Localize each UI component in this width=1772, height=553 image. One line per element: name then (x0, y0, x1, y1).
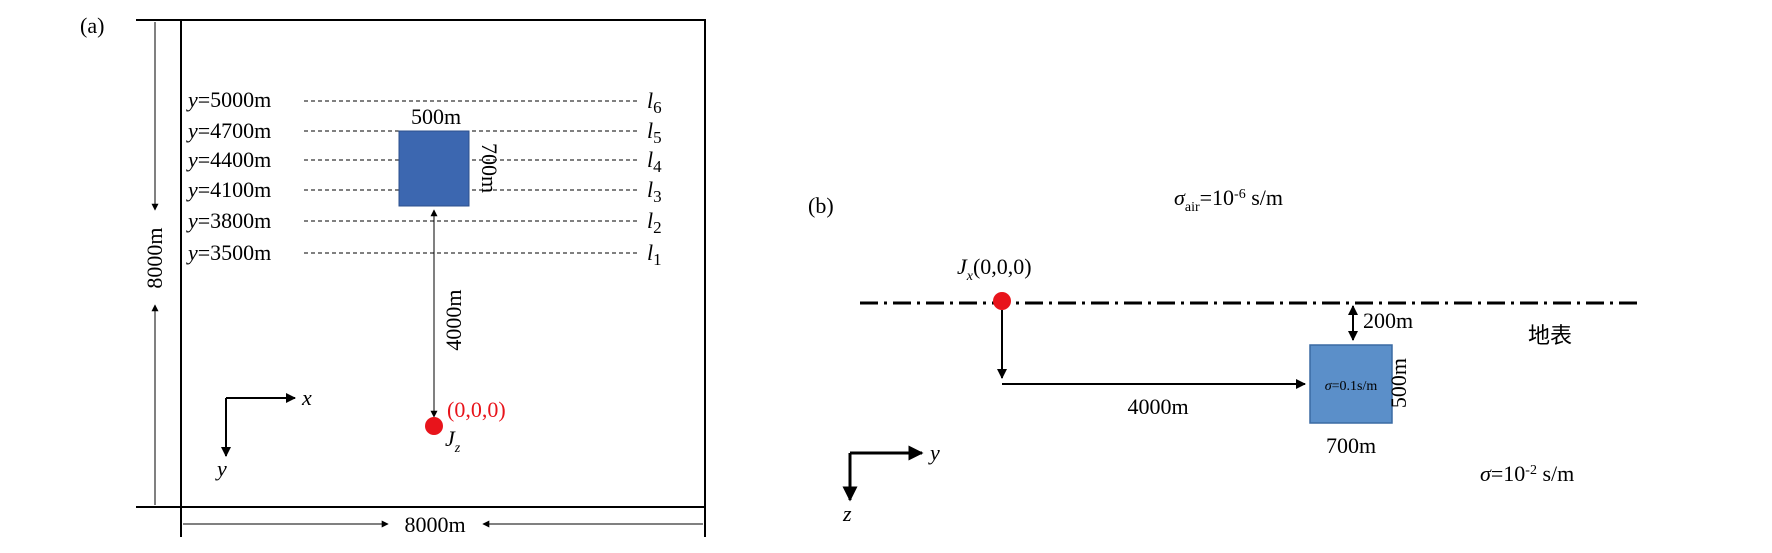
block-conductivity-label: σ=0.1s/m (1325, 379, 1378, 394)
horizontal-distance-label: 4000m (1127, 394, 1188, 419)
panel-b: (b) σair=10-6 s/m Jx(0,0,0) 地表 4000m 200… (808, 185, 1640, 526)
ground-conductivity-label: σ=10-2 s/m (1480, 461, 1574, 486)
anomaly-block-plan (398, 130, 470, 207)
block-width-label-b: 700m (1326, 433, 1376, 458)
survey-line-l6: y=5000m l6 (186, 87, 662, 117)
width-dim-label: 8000m (404, 512, 465, 537)
source-point-b (993, 292, 1011, 310)
axis-z-label-b: z (842, 501, 852, 526)
model-domain-box (180, 19, 706, 508)
source-name-label: Jz (445, 426, 461, 456)
panel-b-label: (b) (808, 193, 834, 218)
svg-text:y=3500m: y=3500m (186, 240, 271, 265)
svg-text:l1: l1 (647, 240, 662, 269)
air-conductivity-label: σair=10-6 s/m (1174, 185, 1283, 215)
panel-a-label: (a) (80, 13, 104, 38)
panel-a: (a) 8000m 8000m y=5000m l6 y=4700m l5 (80, 13, 706, 537)
source-coord-label: (0,0,0) (447, 397, 506, 422)
block-height-label-b: 500m (1386, 358, 1411, 408)
source-label-b: Jx(0,0,0) (957, 254, 1032, 284)
block-width-label: 500m (411, 104, 461, 129)
survey-line-l3: y=4100m l3 (186, 177, 662, 206)
axis-y-label: y (215, 456, 227, 481)
axis-x-label: x (301, 385, 312, 410)
source-point (425, 417, 443, 435)
svg-text:y=4400m: y=4400m (186, 147, 271, 172)
survey-line-l4: y=4400m l4 (186, 147, 662, 176)
survey-lines: y=5000m l6 y=4700m l5 y=4400m l4 y=4100m… (186, 87, 662, 269)
survey-line-l5: y=4700m l5 (186, 118, 662, 147)
svg-text:l3: l3 (647, 177, 662, 206)
svg-text:y=4100m: y=4100m (186, 177, 271, 202)
svg-text:y=3800m: y=3800m (186, 208, 271, 233)
ground-surface-label: 地表 (1528, 323, 1572, 348)
anomaly-block-section (1309, 344, 1393, 424)
svg-text:l4: l4 (647, 147, 662, 176)
svg-text:l2: l2 (647, 208, 662, 237)
svg-text:y=5000m: y=5000m (186, 87, 271, 112)
height-dim-label: 8000m (142, 227, 167, 288)
svg-text:l6: l6 (647, 88, 662, 117)
depth-label: 200m (1363, 308, 1413, 333)
survey-line-l1: y=3500m l1 (186, 240, 662, 269)
block-height-label: 700m (477, 143, 502, 193)
axis-y-label-b: y (928, 440, 940, 465)
svg-text:l5: l5 (647, 118, 662, 147)
survey-line-l2: y=3800m l2 (186, 208, 662, 237)
svg-text:y=4700m: y=4700m (186, 118, 271, 143)
distance-label: 4000m (441, 289, 466, 350)
